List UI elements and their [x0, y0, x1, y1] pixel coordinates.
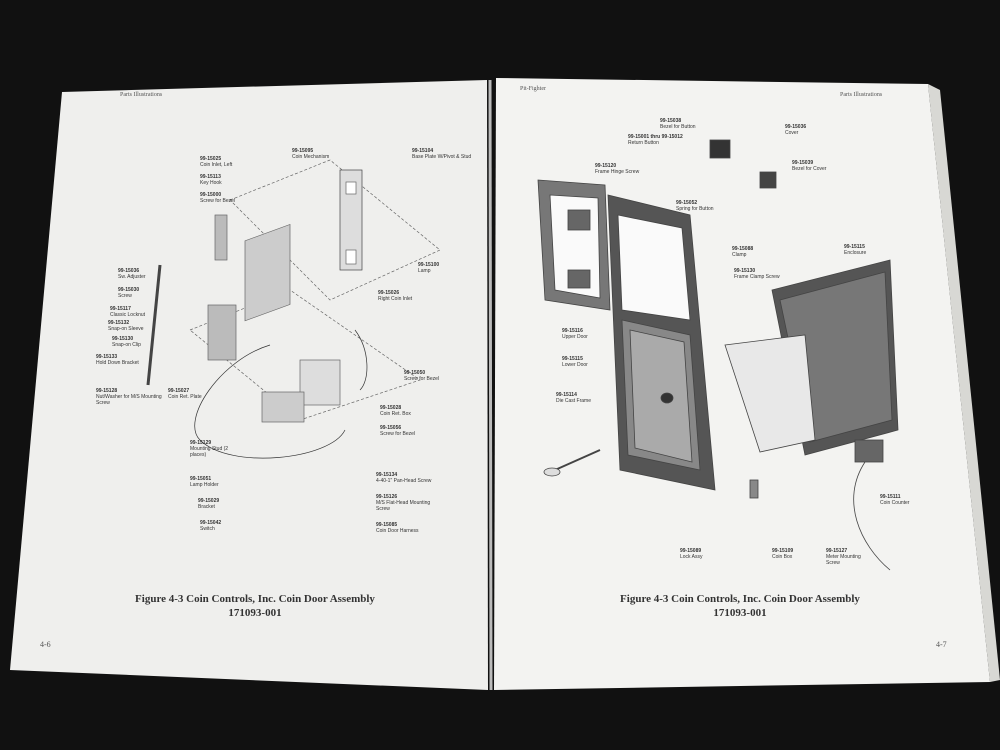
left-figure-caption: Figure 4-3 Coin Controls, Inc. Coin Door… [135, 593, 375, 619]
right-page-number: 4-7 [936, 640, 947, 649]
right-figure-caption: Figure 4-3 Coin Controls, Inc. Coin Door… [620, 593, 860, 619]
left-exploded-diagram [146, 159, 441, 459]
right-exploded-diagram [537, 139, 899, 571]
right-page-header-right: Parts Illustrations [840, 92, 883, 98]
left-page-header: Parts Illustrations [120, 92, 163, 98]
right-page-header-left: Pit-Fighter [520, 86, 547, 92]
right-page-edge [928, 84, 1000, 682]
left-page-number: 4-6 [40, 640, 51, 649]
left-page-shape [10, 80, 488, 690]
